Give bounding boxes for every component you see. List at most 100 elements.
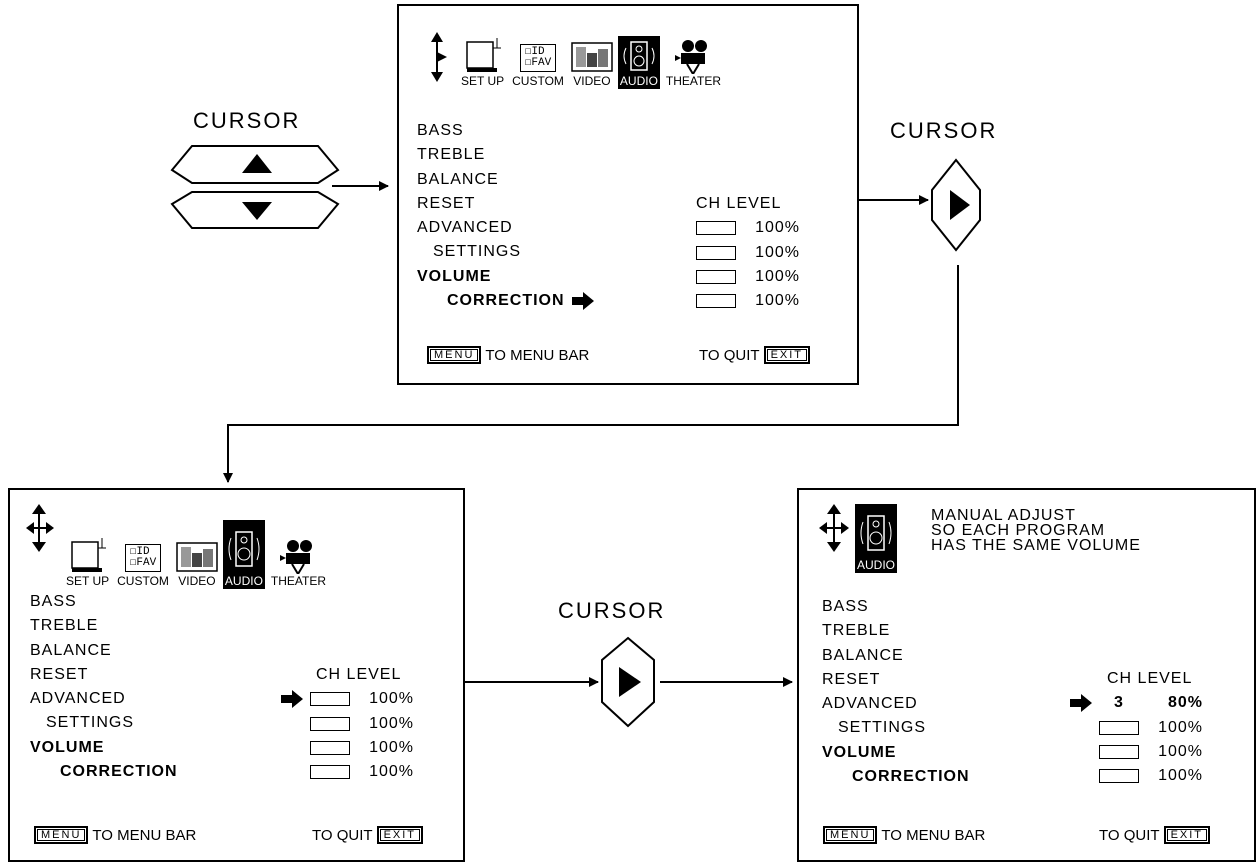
menu-item-bass[interactable]: BASS: [417, 122, 464, 139]
tab-custom[interactable]: ☐ID☐FAV CUSTOM: [512, 44, 564, 88]
cursor-right-button[interactable]: [928, 158, 988, 258]
ch-field[interactable]: [696, 221, 736, 236]
ch-level-table: CH LEVEL 100% 100% 100% 100%: [280, 663, 414, 784]
right-triangle-icon: [619, 667, 641, 697]
menu-bar: SET UP ☐ID☐FAV CUSTOM VIDEO AUDIO THEATE…: [64, 520, 332, 589]
right-triangle-icon: [950, 190, 970, 220]
menu-item-correction[interactable]: CORRECTION: [417, 289, 595, 313]
menu-item-advanced[interactable]: ADVANCED: [417, 219, 513, 237]
exit-key[interactable]: EXIT: [376, 826, 424, 844]
video-picture-icon: [571, 42, 613, 72]
menu-bar: SET UP ☐ID☐FAV CUSTOM VIDEO AUDIO THEATE…: [459, 36, 727, 89]
ch-field[interactable]: [310, 692, 350, 707]
tab-theater[interactable]: THEATER: [664, 36, 723, 89]
tab-audio[interactable]: AUDIO: [222, 520, 265, 589]
ch-field[interactable]: [696, 270, 736, 285]
level-value: 100%: [755, 292, 800, 310]
tab-custom[interactable]: ☐ID☐FAV CUSTOM: [117, 544, 169, 588]
menu-item-reset[interactable]: RESET: [417, 194, 476, 212]
menu-key[interactable]: MENU: [823, 826, 878, 844]
custom-id-fav-icon: ☐ID☐FAV: [124, 544, 162, 572]
ch-field[interactable]: [696, 294, 736, 309]
cursor-right-button[interactable]: [598, 636, 662, 732]
menu-item-reset[interactable]: RESET: [822, 670, 881, 688]
ch-field[interactable]: [310, 741, 350, 756]
menu-item-advanced[interactable]: ADVANCED: [822, 695, 918, 713]
menu-item-treble[interactable]: TREBLE: [822, 622, 891, 640]
menu-item-settings[interactable]: SETTINGS: [46, 714, 135, 732]
menu-item-correction[interactable]: CORRECTION: [60, 763, 178, 781]
audio-speaker-icon: [623, 41, 655, 71]
ch-field[interactable]: [310, 765, 350, 780]
updown-arrows-icon: [431, 32, 447, 82]
menu-item-balance[interactable]: BALANCE: [30, 641, 112, 659]
exit-key[interactable]: EXIT: [763, 346, 811, 364]
help-text: MANUAL ADJUST SO EACH PROGRAM HAS THE SA…: [931, 507, 1141, 554]
cursor-label: CURSOR: [558, 598, 666, 623]
right-arrow-icon: [571, 292, 594, 311]
ch-field[interactable]: [1099, 769, 1139, 784]
level-value[interactable]: 80%: [1167, 694, 1203, 712]
menu-item-settings[interactable]: SETTINGS: [838, 719, 927, 737]
ch-value[interactable]: 3: [1114, 694, 1124, 712]
menu-item-balance[interactable]: BALANCE: [417, 170, 499, 188]
level-value: 100%: [369, 690, 414, 708]
menu-item-bass[interactable]: BASS: [30, 593, 77, 610]
ch-field[interactable]: [1099, 720, 1139, 735]
cursor-up-down-button[interactable]: [170, 138, 350, 238]
ch-level-header: CH LEVEL: [1107, 670, 1193, 688]
ch-level-header: CH LEVEL: [316, 666, 402, 684]
menu-item-correction[interactable]: CORRECTION: [852, 768, 970, 786]
tab-setup[interactable]: SET UP: [64, 536, 111, 589]
setup-tv-icon: [70, 538, 106, 572]
footer-menu: MENU TO MENU BAR: [30, 826, 196, 844]
menu-item-volume[interactable]: VOLUME: [822, 743, 897, 761]
audio-menu-list: BASS TREBLE BALANCE RESET ADVANCED SETTI…: [30, 590, 178, 784]
level-value: 100%: [755, 219, 800, 237]
footer-exit: TO QUIT EXIT: [312, 826, 427, 844]
tab-theater[interactable]: THEATER: [269, 536, 328, 589]
tab-video[interactable]: VIDEO: [570, 36, 614, 89]
menu-item-bass[interactable]: BASS: [822, 598, 869, 615]
menu-key[interactable]: MENU: [34, 826, 89, 844]
arrow-cursor-to-screen2: [223, 265, 959, 483]
exit-key[interactable]: EXIT: [1163, 826, 1211, 844]
tab-setup[interactable]: SET UP: [459, 36, 506, 89]
ch-field[interactable]: [696, 245, 736, 260]
footer-menu: MENU TO MENU BAR: [423, 346, 589, 364]
ch-field[interactable]: [310, 716, 350, 731]
setup-tv-icon: [465, 38, 501, 72]
menu-key[interactable]: MENU: [427, 346, 482, 364]
menu-item-advanced[interactable]: ADVANCED: [30, 690, 126, 708]
ch-field[interactable]: [1099, 745, 1139, 760]
menu-item-treble[interactable]: TREBLE: [30, 617, 99, 635]
menu-item-reset[interactable]: RESET: [30, 665, 89, 683]
level-value: 100%: [1158, 767, 1203, 785]
right-arrow-icon: [281, 690, 303, 709]
menu-item-balance[interactable]: BALANCE: [822, 646, 904, 664]
menu-item-settings[interactable]: SETTINGS: [433, 243, 522, 261]
footer-exit: TO QUIT EXIT: [1099, 826, 1214, 844]
level-value: 100%: [369, 739, 414, 757]
audio-speaker-icon: [860, 515, 892, 551]
level-value: 100%: [1158, 718, 1203, 736]
footer-exit: TO QUIT EXIT: [699, 346, 814, 364]
menu-item-treble[interactable]: TREBLE: [417, 146, 486, 164]
theater-projector-icon: [675, 40, 708, 74]
menu-item-volume[interactable]: VOLUME: [30, 738, 105, 756]
cursor-label: CURSOR: [890, 118, 998, 143]
tab-video[interactable]: VIDEO: [175, 536, 219, 589]
footer-menu: MENU TO MENU BAR: [819, 826, 985, 844]
audio-badge: AUDIO: [855, 504, 898, 573]
level-value: 100%: [755, 243, 800, 261]
audio-speaker-icon: [228, 531, 260, 567]
audio-menu-list: BASS TREBLE BALANCE RESET ADVANCED SETTI…: [417, 119, 595, 313]
four-way-arrows-icon: [26, 504, 54, 552]
four-way-arrows-icon: [819, 504, 849, 552]
level-value: 100%: [369, 763, 414, 781]
audio-menu-screen-2: SET UP ☐ID☐FAV CUSTOM VIDEO AUDIO THEATE…: [8, 488, 465, 862]
menu-item-volume[interactable]: VOLUME: [417, 267, 492, 285]
level-value: 100%: [1158, 743, 1203, 761]
tab-audio[interactable]: AUDIO: [617, 36, 660, 89]
